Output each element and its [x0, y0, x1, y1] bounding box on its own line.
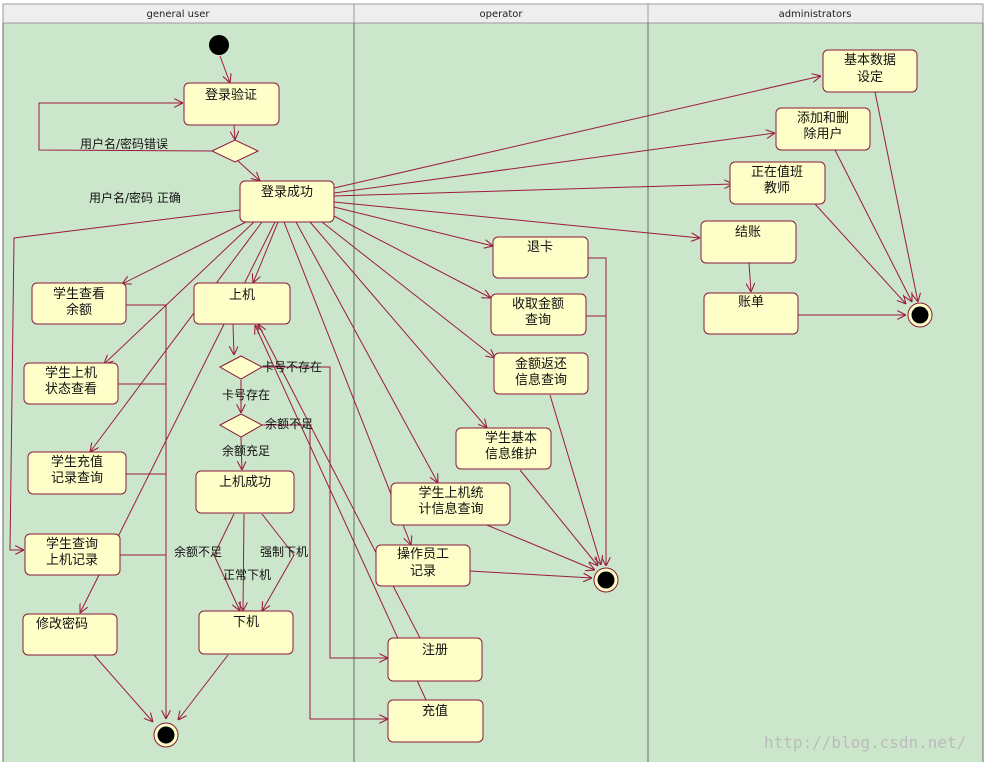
- svg-text:注册: 注册: [422, 643, 448, 658]
- final-node-admin: [907, 302, 933, 328]
- node-basic-data: 基本数据 设定: [822, 49, 918, 93]
- svg-text:计信息查询: 计信息查询: [418, 501, 483, 517]
- svg-text:学生查看: 学生查看: [53, 286, 105, 302]
- final-node-user: [153, 722, 179, 748]
- decision-card: [218, 355, 264, 380]
- label-forced-off: 强制下机: [260, 545, 308, 559]
- svg-text:状态查看: 状态查看: [45, 381, 97, 397]
- node-bill: 账单: [703, 292, 799, 335]
- svg-text:登录成功: 登录成功: [261, 185, 313, 200]
- svg-text:设定: 设定: [857, 70, 883, 85]
- watermark: http://blog.csdn.net/: [764, 733, 966, 752]
- node-online-ok: 上机成功: [195, 470, 295, 514]
- node-stu-online-stats: 学生上机统 计信息查询: [390, 482, 511, 526]
- final-node-operator: [593, 567, 619, 593]
- svg-text:general user: general user: [147, 9, 211, 20]
- node-change-pwd: 修改密码: [22, 613, 118, 656]
- svg-text:账单: 账单: [738, 295, 764, 310]
- label-pwd-wrong: 用户名/密码错误: [80, 136, 168, 151]
- node-collect: 收取金额 查询: [490, 293, 587, 336]
- label-balance-low-1: 余额不足: [265, 416, 313, 431]
- svg-text:登录验证: 登录验证: [205, 87, 257, 103]
- lane-header-admin: administrators: [647, 3, 984, 24]
- svg-text:教师: 教师: [764, 180, 790, 196]
- initial-node: [209, 35, 229, 55]
- svg-text:学生上机: 学生上机: [45, 365, 97, 381]
- label-normal-off: 正常下机: [223, 568, 271, 582]
- svg-text:operator: operator: [479, 9, 523, 20]
- node-op-record: 操作员工 记录: [375, 544, 471, 587]
- svg-text:退卡: 退卡: [527, 240, 553, 255]
- node-return-info: 金额返还 信息查询: [493, 352, 589, 395]
- node-recharge: 充值: [387, 699, 484, 743]
- svg-text:修改密码: 修改密码: [36, 616, 88, 632]
- svg-text:操作员工: 操作员工: [397, 546, 449, 562]
- svg-text:正在值班: 正在值班: [751, 164, 803, 180]
- decision-login: [210, 139, 260, 163]
- node-stu-basic: 学生基本 信息维护: [455, 427, 552, 470]
- svg-text:基本数据: 基本数据: [844, 53, 896, 68]
- label-card-missing: 卡号不存在: [262, 360, 322, 374]
- svg-text:学生上机统: 学生上机统: [418, 485, 483, 501]
- svg-text:充值: 充值: [422, 703, 448, 719]
- node-go-online: 上机: [193, 282, 291, 325]
- svg-text:结账: 结账: [735, 225, 761, 240]
- node-login-verify: 登录验证: [183, 82, 280, 126]
- edges: [9, 55, 918, 722]
- svg-text:上机记录: 上机记录: [46, 553, 98, 568]
- node-register: 注册: [387, 637, 483, 682]
- node-stu-status: 学生上机 状态查看: [23, 362, 119, 405]
- svg-text:学生查询: 学生查询: [46, 536, 98, 552]
- label-balance-low-2: 余额不足: [174, 544, 222, 559]
- node-stu-query: 学生查询 上机记录: [24, 533, 121, 576]
- node-stu-balance: 学生查看 余额: [31, 282, 127, 325]
- svg-text:信息查询: 信息查询: [515, 372, 567, 388]
- svg-text:添加和删: 添加和删: [797, 111, 849, 126]
- svg-text:学生充值: 学生充值: [51, 454, 103, 470]
- label-balance-ok: 余额充足: [222, 443, 270, 458]
- svg-text:余额: 余额: [66, 302, 92, 318]
- svg-text:学生基本: 学生基本: [485, 430, 537, 446]
- svg-text:administrators: administrators: [779, 9, 852, 20]
- svg-text:查询: 查询: [525, 313, 551, 328]
- svg-text:上机: 上机: [229, 288, 255, 303]
- decision-balance: [218, 413, 264, 438]
- node-login-ok: 登录成功: [239, 180, 335, 223]
- node-on-duty: 正在值班 教师: [729, 161, 826, 205]
- node-refund: 退卡: [492, 236, 589, 279]
- svg-text:金额返还: 金额返还: [515, 356, 567, 372]
- svg-text:记录查询: 记录查询: [51, 471, 103, 486]
- lane-header-user: general user: [2, 3, 355, 24]
- svg-text:信息维护: 信息维护: [485, 446, 537, 462]
- svg-text:上机成功: 上机成功: [219, 475, 271, 490]
- node-go-offline: 下机: [198, 610, 294, 655]
- svg-text:收取金额: 收取金额: [512, 296, 564, 312]
- node-checkout: 结账: [700, 220, 797, 264]
- node-stu-recharge: 学生充值 记录查询: [27, 451, 127, 495]
- svg-text:下机: 下机: [233, 615, 259, 630]
- label-pwd-right: 用户名/密码 正确: [89, 190, 181, 205]
- svg-text:除用户: 除用户: [803, 126, 842, 142]
- lane-header-operator: operator: [353, 3, 649, 24]
- svg-text:记录: 记录: [410, 564, 436, 579]
- label-card-exists: 卡号存在: [222, 388, 270, 402]
- node-add-del-user: 添加和删 除用户: [775, 107, 871, 151]
